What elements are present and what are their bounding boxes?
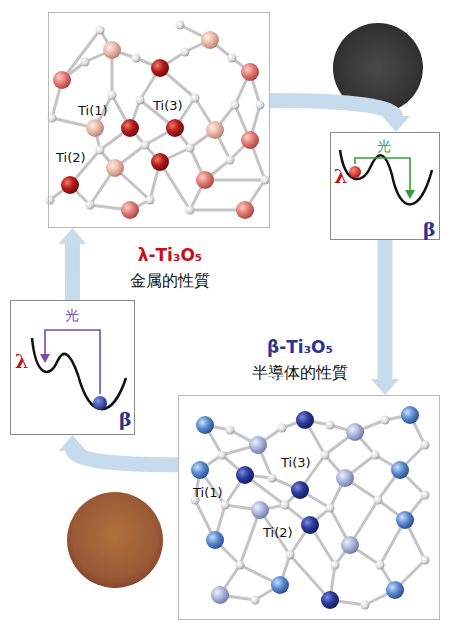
atom-label: Ti(3) xyxy=(153,99,183,114)
phase-name: λ-Ti₃O₅ xyxy=(138,246,203,266)
arrow-band xyxy=(65,242,80,300)
phase-name: β-Ti₃O₅ xyxy=(267,338,333,358)
state-label: λ xyxy=(15,351,28,373)
oxygen-atoms xyxy=(191,416,430,610)
light-label: 光 xyxy=(377,138,391,154)
arrow-head xyxy=(382,116,410,132)
state-ball xyxy=(93,396,107,410)
property-text: 半導体的性質 xyxy=(252,364,348,382)
state-label: λ xyxy=(334,166,347,188)
oxygen-atoms xyxy=(46,21,270,215)
energy-box: 光 λ β xyxy=(10,300,135,435)
structure-box: Ti(1) Ti(2) Ti(3) xyxy=(48,12,270,228)
light-label: 光 xyxy=(65,307,79,323)
flow-arrow xyxy=(371,240,399,395)
atom-label: Ti(2) xyxy=(263,526,293,541)
bond-lines xyxy=(50,25,265,210)
arrow-head xyxy=(59,435,87,451)
light-arrow xyxy=(355,158,410,192)
flow-arrow xyxy=(58,228,86,300)
titanium-atoms xyxy=(191,406,419,609)
arrow-band xyxy=(73,449,179,465)
energy-box: 光 λ β xyxy=(330,132,440,240)
titanium-atoms xyxy=(53,31,259,219)
energy-curve xyxy=(340,150,432,204)
sample-photo xyxy=(67,492,163,588)
atom-label: Ti(2) xyxy=(56,151,86,166)
arrow-head xyxy=(371,379,399,395)
bond-lines xyxy=(195,415,425,605)
atom-label: Ti(1) xyxy=(193,486,223,501)
property-text: 金属的性質 xyxy=(130,272,210,290)
state-label: β xyxy=(119,409,132,431)
atom-label: Ti(3) xyxy=(281,456,311,471)
state-ball xyxy=(349,166,361,178)
flow-arrow xyxy=(59,435,179,465)
light-arrow-head xyxy=(405,190,415,199)
arrow-band xyxy=(377,240,392,381)
atom-label: Ti(1) xyxy=(78,104,108,119)
light-arrow xyxy=(45,330,100,394)
energy-curve xyxy=(32,338,126,409)
structure-box: Ti(1) Ti(2) Ti(3) xyxy=(178,395,440,620)
state-label: β xyxy=(423,219,436,241)
light-arrow-head xyxy=(40,354,50,363)
arrow-head xyxy=(58,228,86,244)
arrow-band xyxy=(270,101,396,118)
flow-arrow xyxy=(270,101,410,132)
